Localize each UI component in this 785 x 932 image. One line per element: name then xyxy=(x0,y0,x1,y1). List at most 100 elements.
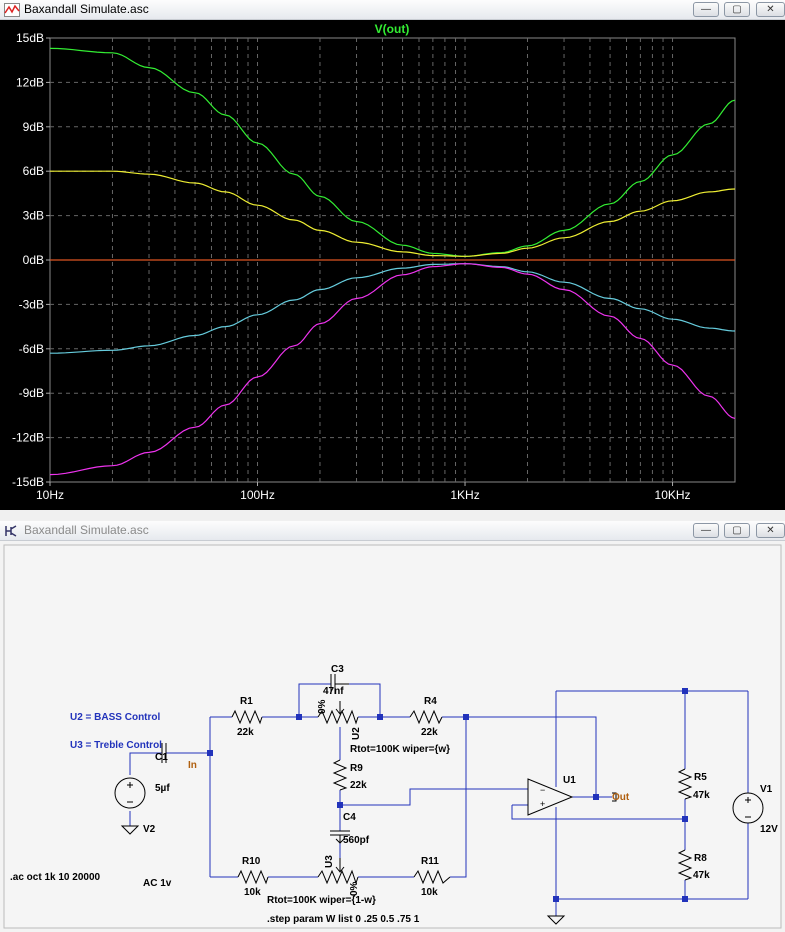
r1-name[interactable]: R1 xyxy=(240,696,253,707)
notes: U2 = BASS Control U3 = Treble Control xyxy=(70,712,162,751)
schematic-window-title: Baxandall Simulate.asc xyxy=(24,523,149,537)
v1-value: 12V xyxy=(760,824,778,835)
y-tick-label: -15dB xyxy=(12,475,44,489)
r11-symbol xyxy=(413,869,451,885)
r1-value: 22k xyxy=(237,727,254,738)
y-tick-label: 3dB xyxy=(23,209,44,223)
x-tick-label: 10KHz xyxy=(655,488,691,502)
y-tick-label: -6dB xyxy=(19,342,44,356)
r10-name[interactable]: R10 xyxy=(242,856,261,867)
c3-value: 47nf xyxy=(323,686,344,697)
junctions xyxy=(207,688,688,902)
opamp-plus: + xyxy=(540,799,545,809)
bass-note[interactable]: U2 = BASS Control xyxy=(70,712,161,723)
r8-symbol xyxy=(677,849,693,881)
close-icon: ✕ xyxy=(766,525,775,536)
r10-symbol xyxy=(237,869,269,885)
v1-symbol xyxy=(732,792,764,824)
y-tick-label: 15dB xyxy=(16,31,44,45)
schematic-canvas[interactable]: − + U2 = BASS Control U3 = Treble Contro… xyxy=(0,541,785,932)
u1-name[interactable]: U1 xyxy=(563,775,576,786)
schematic-sheet xyxy=(3,544,782,929)
r9-name[interactable]: R9 xyxy=(350,763,363,774)
c4-name[interactable]: C4 xyxy=(343,812,356,823)
schematic-window: Baxandall Simulate.asc — ▢ ✕ xyxy=(0,521,785,932)
c4-arrow xyxy=(335,835,345,844)
u3-pct: 0% xyxy=(349,881,360,896)
v1-name[interactable]: V1 xyxy=(760,784,773,795)
r5-value: 47k xyxy=(693,790,710,801)
r11-name[interactable]: R11 xyxy=(421,856,439,867)
out-pin xyxy=(612,792,617,802)
ground-v2 xyxy=(120,825,140,835)
wires xyxy=(129,683,749,916)
u3-name[interactable]: U3 xyxy=(324,855,335,868)
r5-name[interactable]: R5 xyxy=(694,772,707,783)
u2-name[interactable]: U2 xyxy=(351,727,362,740)
maximize-button[interactable]: ▢ xyxy=(724,2,750,17)
c4-value: 560pf xyxy=(343,835,370,846)
schematic-maximize-button[interactable]: ▢ xyxy=(724,523,750,538)
r10-value: 10k xyxy=(244,887,261,898)
net-in-label[interactable]: In xyxy=(188,760,197,771)
schematic-window-titlebar[interactable]: Baxandall Simulate.asc — ▢ ✕ xyxy=(0,521,785,541)
schematic-app-icon xyxy=(5,525,17,537)
series-line-3 xyxy=(49,263,736,354)
r11-value: 10k xyxy=(421,887,438,898)
plot-window-titlebar[interactable]: Baxandall Simulate.asc — ▢ ✕ xyxy=(0,0,785,20)
u2-symbol xyxy=(317,709,359,725)
x-tick-label: 1KHz xyxy=(450,488,479,502)
x-tick-label: 100Hz xyxy=(240,488,275,502)
maximize-icon: ▢ xyxy=(732,525,742,536)
u3-wiper xyxy=(335,858,345,873)
opamp-minus: − xyxy=(540,785,545,795)
y-tick-label: -9dB xyxy=(19,386,44,400)
y-tick-label: -12dB xyxy=(12,431,44,445)
x-tick-label: 10Hz xyxy=(36,488,64,502)
plot-window-title: Baxandall Simulate.asc xyxy=(24,2,149,16)
y-tick-label: 0dB xyxy=(23,253,44,267)
close-icon: ✕ xyxy=(766,4,775,15)
minimize-icon: — xyxy=(701,525,711,536)
u2-wiper xyxy=(335,701,345,715)
v2-value: AC 1v xyxy=(143,878,172,889)
c1-name[interactable]: C1 xyxy=(155,752,168,763)
trace-title[interactable]: V(out) xyxy=(375,22,410,36)
c3-name[interactable]: C3 xyxy=(331,664,344,675)
ground-rail xyxy=(546,915,566,925)
step-directive[interactable]: .step param W list 0 .25 0.5 .75 1 xyxy=(267,914,420,925)
net-out-label[interactable]: Out xyxy=(612,792,630,803)
ac-directive[interactable]: .ac oct 1k 10 20000 xyxy=(10,872,101,883)
bode-plot[interactable]: V(out) 15dB12dB9dB6dB3dB0dB-3dB-6dB-9dB-… xyxy=(0,20,785,510)
r9-symbol xyxy=(332,759,348,791)
series-line-4 xyxy=(49,263,736,476)
schematic-close-button[interactable]: ✕ xyxy=(756,523,785,538)
series-line-0 xyxy=(49,47,736,257)
schematic-minimize-button[interactable]: — xyxy=(693,523,719,538)
y-tick-label: 9dB xyxy=(23,120,44,134)
u2-param: Rtot=100K wiper={w} xyxy=(350,744,450,755)
r4-name[interactable]: R4 xyxy=(424,696,437,707)
waveform-app-icon xyxy=(4,3,20,17)
maximize-icon: ▢ xyxy=(732,4,742,15)
u3-symbol xyxy=(317,869,359,885)
y-tick-label: 6dB xyxy=(23,164,44,178)
v2-symbol xyxy=(114,777,146,809)
close-button[interactable]: ✕ xyxy=(756,2,785,17)
treble-note[interactable]: U3 = Treble Control xyxy=(70,740,162,751)
v2-name[interactable]: V2 xyxy=(143,824,156,835)
r8-value: 47k xyxy=(693,870,710,881)
r4-value: 22k xyxy=(421,727,438,738)
c1-value: 5µf xyxy=(155,783,170,794)
r4-symbol xyxy=(409,709,443,725)
r8-name[interactable]: R8 xyxy=(694,853,707,864)
r1-symbol xyxy=(231,709,263,725)
r5-symbol xyxy=(677,768,693,800)
r9-value: 22k xyxy=(350,780,367,791)
u2-pct: 0% xyxy=(317,699,328,714)
opamp-symbol xyxy=(527,778,574,816)
plot-window: Baxandall Simulate.asc — ▢ ✕ V(out) 15dB… xyxy=(0,0,785,510)
minimize-button[interactable]: — xyxy=(693,2,719,17)
c1-symbol xyxy=(161,743,167,763)
minimize-icon: — xyxy=(701,4,711,15)
